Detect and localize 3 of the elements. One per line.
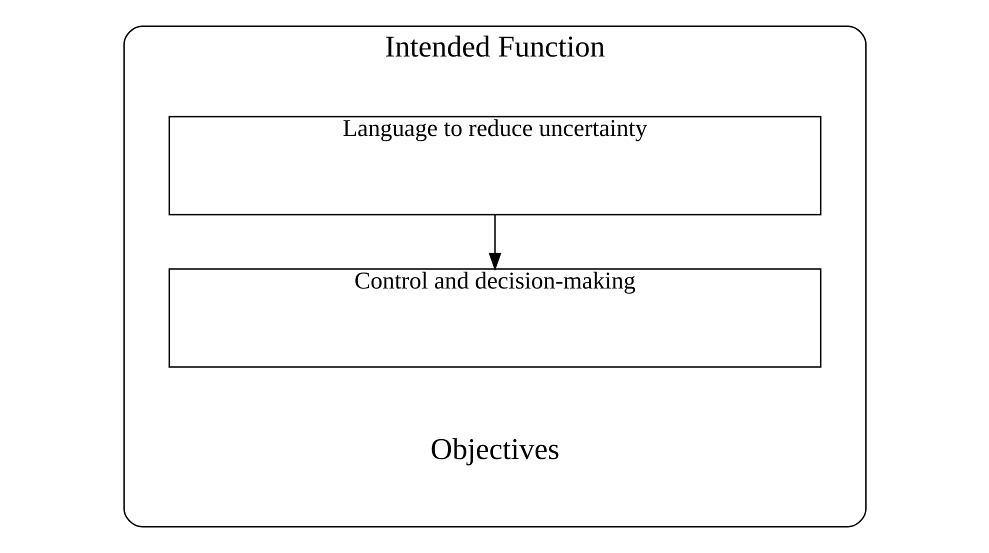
node-box: Language to reduce uncertainty [168, 116, 821, 216]
node-box: Control and decision-making [168, 268, 821, 368]
arrow [488, 214, 501, 272]
